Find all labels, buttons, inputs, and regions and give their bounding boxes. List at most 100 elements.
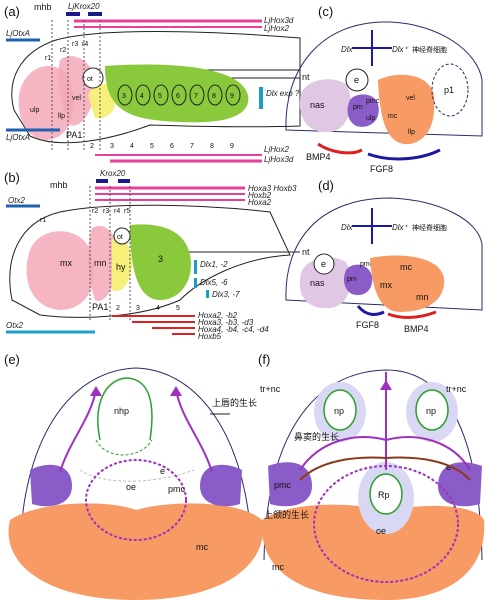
panel-a-mhb: mhb [34, 2, 52, 12]
mn-region-b [88, 225, 119, 301]
panel-b-label: (b) [4, 170, 20, 185]
dlx-bar-a [259, 87, 263, 109]
panel-b-hox-b1: Hoxa2, -b2 [198, 311, 238, 320]
svg-text:4: 4 [156, 305, 160, 312]
panel-d-mc: mc [400, 262, 412, 272]
panel-e-e: e [160, 466, 165, 476]
oval-label: 4 [140, 93, 144, 100]
panel-d-pmc: pmc [360, 261, 374, 268]
svg-text:5: 5 [150, 143, 154, 150]
panel-b-dlx1: Dlx1, -2 [200, 260, 228, 269]
krox-bar-2 [88, 12, 102, 16]
panel-a-r3: r3 [72, 41, 78, 48]
panel-c-vel: vel [406, 95, 415, 102]
panel-d-ncc: 神经脊细胞 [412, 223, 447, 232]
panel-c-e: e [354, 75, 359, 85]
panel-c: (c) Dlx⁻ Dlx⁺ 神经脊细胞 nas e pm pmc ulp vel… [285, 4, 483, 174]
panel-b-mn: mn [94, 258, 107, 268]
nas-region-c [299, 79, 351, 133]
head-outline-c [285, 21, 483, 137]
panel-b-nt: nt [302, 247, 310, 257]
panel-b-krox: Krox20 [100, 169, 126, 178]
panel-b-ot: ot [117, 234, 123, 241]
panel-b-hox-b2: Hoxa3, -b3, -d3 [198, 318, 254, 327]
panel-e-label: (e) [4, 352, 20, 367]
panel-c-bmp4: BMP4 [306, 152, 331, 162]
oval-label: 8 [212, 93, 216, 100]
panel-e-pmc: pmc [168, 484, 186, 494]
panel-a-hox2-top: LjHox2 [264, 24, 289, 33]
segment-numbers-b: 2 3 4 5 [116, 305, 180, 312]
panel-b-otx-top: Otx2 [8, 196, 25, 205]
otic-vesicle-a [82, 67, 104, 89]
panel-f-rp: Rp [378, 490, 390, 500]
svg-text:4: 4 [130, 143, 134, 150]
oval-label: 9 [230, 93, 234, 100]
panel-a-otx-bottom: LjOtxA [6, 133, 30, 142]
yellow-region-a [88, 83, 116, 119]
panel-d-mx: mx [380, 280, 392, 290]
oval-label: 7 [194, 93, 198, 100]
panel-a-otx-top: LjOtxA [6, 29, 30, 38]
svg-text:5: 5 [176, 305, 180, 312]
panel-b-dlx3: Dlx3, -7 [212, 290, 240, 299]
segment-dividers-a [51, 20, 101, 150]
panel-b-hoxa3: Hoxa3 Hoxb3 [248, 184, 297, 193]
panel-c-pm: pm [353, 104, 363, 111]
panel-f-label: (f) [258, 352, 270, 367]
panel-b-three: 3 [158, 254, 163, 264]
embryo-outline-a [11, 31, 301, 144]
panel-a-r4: r4 [82, 41, 88, 48]
panel-a-label: (a) [4, 4, 20, 19]
panel-b-hoxa2: Hoxa2 [248, 198, 272, 207]
svg-text:7: 7 [190, 143, 194, 150]
panel-b: (b) mhb Krox20 Hoxa3 Hoxb3 Hoxb2 Hoxa2 O… [4, 169, 310, 341]
oval-label: 5 [158, 93, 162, 100]
panel-f-mc: mc [272, 562, 284, 572]
panel-d: (d) Dlx⁻ Dlx⁺ 神经脊细胞 nas e pm pmc mc mx m… [285, 178, 483, 334]
panel-a-r1: r1 [45, 55, 51, 62]
panel-b-hy: hy [116, 262, 126, 272]
svg-text:3: 3 [136, 305, 140, 312]
panel-c-llp: llp [408, 129, 415, 136]
panel-b-mhb: mhb [50, 180, 68, 190]
svg-text:8: 8 [210, 143, 214, 150]
panel-d-pm: pm [347, 276, 357, 283]
mc-region-c [378, 74, 435, 145]
panel-b-r1: r1 [40, 217, 46, 224]
panel-a-pa1: PA1 [66, 130, 82, 140]
panel-f-pmc: pmc [274, 480, 292, 490]
svg-text:9: 9 [230, 143, 234, 150]
panel-a-llp: llp [58, 113, 65, 120]
panel-b-r3: r3 [103, 208, 109, 215]
panel-a-dlx: Dlx exp ? [266, 89, 300, 98]
panel-e-oe: oe [126, 482, 136, 492]
panel-c-dlx-plus: Dlx⁺ [392, 45, 409, 54]
panel-e-mc: mc [196, 542, 208, 552]
panel-c-nas: nas [310, 100, 325, 110]
panel-b-otx-bottom: Otx2 [6, 321, 23, 330]
panel-f-upper-growth: 上颌的生长 [264, 509, 309, 520]
panel-a-krox: LjKrox20 [68, 2, 100, 11]
panel-a-hox2-bottom: LjHox2 [264, 145, 289, 154]
oval-label: 6 [176, 93, 180, 100]
green-region-b [130, 224, 191, 300]
panel-f-np-left: np [334, 406, 344, 416]
panel-c-mc: mc [388, 113, 398, 120]
panel-b-hox-b3: Hoxa4, -b4, -c4, -d4 [198, 325, 269, 334]
panel-c-ulp: ulp [366, 115, 375, 122]
mx-region-b [26, 231, 94, 310]
panel-a-r2: r2 [60, 47, 66, 54]
mc-region-e [8, 503, 263, 600]
panel-f-np-right: np [426, 406, 436, 416]
panel-a-hox3d-top: LjHox3d [264, 16, 294, 25]
embryo-outline-b [9, 204, 291, 318]
svg-text:3: 3 [110, 143, 114, 150]
panel-b-r4: r4 [114, 208, 120, 215]
panel-d-nas: nas [310, 278, 325, 288]
panel-f: (f) mc pmc np np Rp oe e tr+nc tr+nc 鼻窦的… [258, 352, 485, 600]
panel-d-bmp4: BMP4 [404, 324, 429, 334]
krox-bar-1 [66, 12, 80, 16]
